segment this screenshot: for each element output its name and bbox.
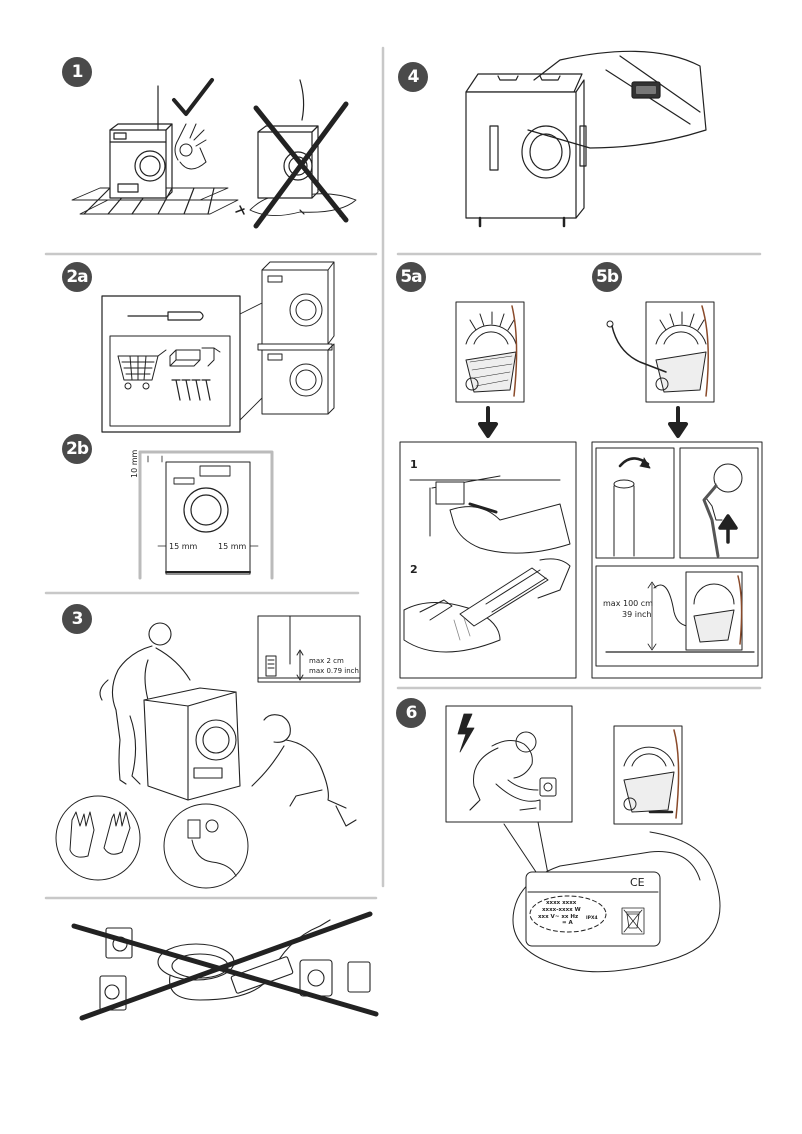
stacked-appliances-illustration <box>257 261 335 415</box>
step-4-badge: 4 <box>398 62 428 92</box>
arrow-down-icon <box>478 406 498 438</box>
arrow-down-icon <box>668 406 688 438</box>
drain-height-illustration <box>605 571 755 653</box>
step-3-badge: 3 <box>62 604 92 634</box>
foot-adjust-detail-icon <box>163 803 249 889</box>
clearance-right-label: 15 mm <box>218 542 247 551</box>
drain-hose-steps-box <box>591 441 763 679</box>
gloves-icon <box>55 795 141 881</box>
shipping-bolt-detail-illustration <box>527 50 707 149</box>
drain-height-inch-label: 39 inch <box>622 610 652 619</box>
rating-plate-line-4: IPX4 <box>586 916 598 921</box>
rating-plate-line-5: = A <box>562 920 573 926</box>
weee-bin-icon <box>623 909 643 933</box>
rating-plate-line-1: xxxx xxxx <box>546 900 577 906</box>
kneeling-person-illustration <box>251 714 357 827</box>
filter-step-1-label: 1 <box>410 458 418 471</box>
cross-icon <box>71 911 379 1021</box>
electrical-safety-box <box>445 705 573 823</box>
section-dividers <box>44 46 762 900</box>
extension-cords-wrong-illustration <box>99 919 371 1011</box>
clearance-top-label: 10 mm <box>130 449 139 478</box>
screwdriver-icon <box>127 311 204 321</box>
step-6-badge: 6 <box>396 698 426 728</box>
uneven-floor-wrong-illustration <box>235 79 357 219</box>
filter-step-2-label: 2 <box>410 563 418 576</box>
rating-plate-line-3: xxx V~ xx Hz <box>538 914 579 920</box>
arrow-up-icon <box>718 514 738 544</box>
rating-plate-callout <box>503 821 721 973</box>
drain-filter-steps-box <box>399 441 577 679</box>
step-5a-badge: 5a <box>396 262 426 292</box>
leveling-detail-box <box>257 615 361 683</box>
screws-icon <box>171 379 211 401</box>
step-1-badge: 1 <box>62 57 92 87</box>
step-5b-badge: 5b <box>592 262 622 292</box>
lightning-icon <box>457 713 475 753</box>
drain-height-cm-label: max 100 cm <box>603 599 653 608</box>
dryer-rear-rating-illustration <box>613 725 683 825</box>
checkmark-icon <box>172 78 214 116</box>
cross-icon <box>253 101 349 229</box>
brackets-icon <box>169 347 221 367</box>
rating-plate-line-2: xxxx-xxxx W <box>542 907 581 913</box>
level-floor-correct-illustration <box>71 85 239 215</box>
tilted-washer-illustration <box>143 687 241 801</box>
person-tilting-machine-illustration <box>99 622 191 785</box>
step-2a-badge: 2a <box>62 262 92 292</box>
ok-hand-icon <box>174 123 207 170</box>
dryer-rear-view-drain-hose-illustration <box>606 301 715 403</box>
step-2b-badge: 2b <box>62 434 92 464</box>
cart-icon <box>117 349 167 390</box>
ce-mark: CE <box>630 876 645 889</box>
leveling-max-inch-label: max 0.79 inch <box>309 667 359 675</box>
clearance-niche-illustration <box>138 450 274 580</box>
clearance-left-label: 15 mm <box>169 542 198 551</box>
stacking-kit-box <box>101 295 269 433</box>
leveling-max-cm-label: max 2 cm <box>309 657 344 665</box>
dryer-top-view-illustration <box>465 73 587 228</box>
dryer-rear-view-illustration <box>455 301 525 403</box>
